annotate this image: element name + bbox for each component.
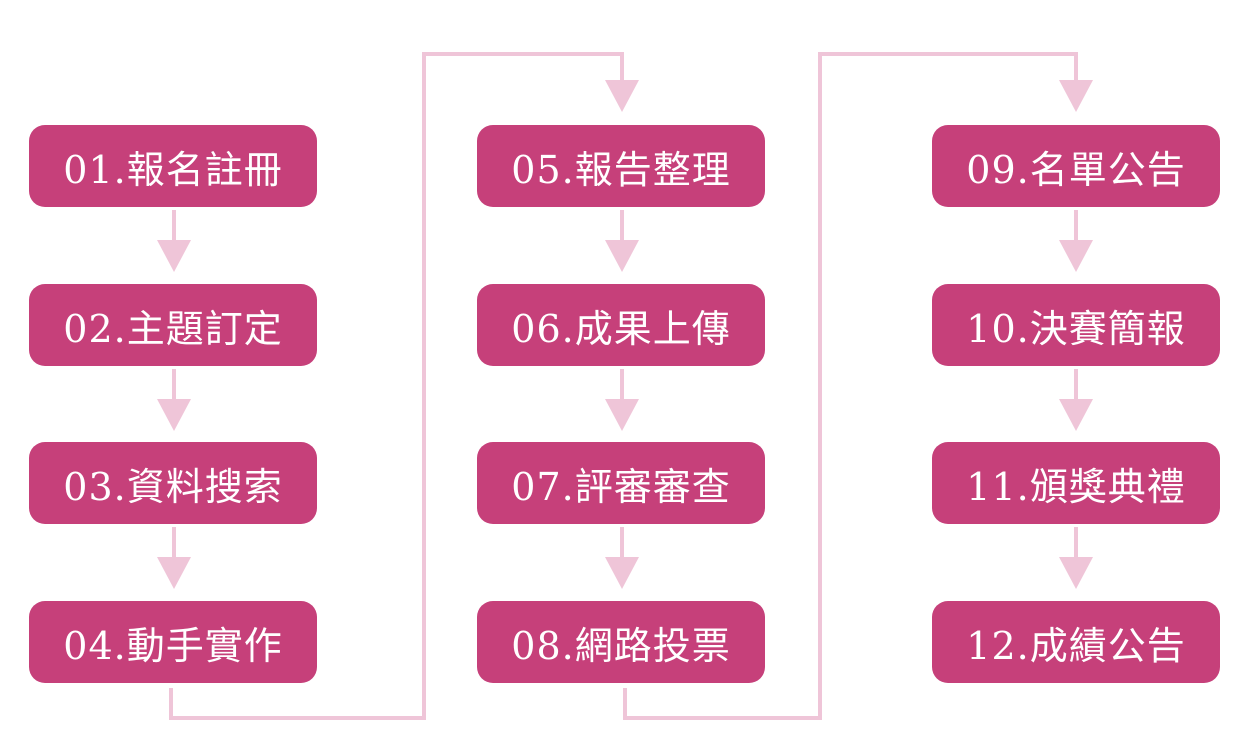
arrow-03-04-head [157,557,191,589]
step-08-label: 08.網路投票 [511,623,731,668]
step-04-box: 04.動手實作 [29,601,317,683]
step-02-label: 02.主題訂定 [63,306,283,351]
step-01-label: 01.報名註冊 [63,147,283,192]
step-10-label: 10.決賽簡報 [966,306,1186,351]
connector-col2-to-col3 [623,52,1078,720]
column-1-arrows [157,210,191,589]
step-01-box: 01.報名註冊 [29,125,317,207]
arrow-into-step-09 [1059,80,1093,112]
arrow-10-11-head [1059,399,1093,431]
step-07-box: 07.評審審查 [477,442,765,524]
column-3-arrows [1059,210,1093,589]
step-07-label: 07.評審審查 [511,464,731,509]
step-12-label: 12.成績公告 [966,623,1186,668]
arrow-05-06-head [605,240,639,272]
arrow-06-07-head [605,399,639,431]
arrow-into-step-05 [605,80,639,112]
step-06-box: 06.成果上傳 [477,284,765,366]
column-2-arrows [605,210,639,589]
step-12-box: 12.成績公告 [932,601,1220,683]
step-05-label: 05.報告整理 [511,147,731,192]
step-11-label: 11.頒獎典禮 [966,464,1186,509]
step-04-label: 04.動手實作 [63,623,283,668]
step-03-label: 03.資料搜索 [63,464,283,509]
arrow-11-12-head [1059,557,1093,589]
step-03-box: 03.資料搜索 [29,442,317,524]
connector-col1-to-col2 [169,52,624,720]
step-06-label: 06.成果上傳 [511,306,731,351]
step-10-box: 10.決賽簡報 [932,284,1220,366]
step-09-box: 09.名單公告 [932,125,1220,207]
step-02-box: 02.主題訂定 [29,284,317,366]
step-08-box: 08.網路投票 [477,601,765,683]
step-09-label: 09.名單公告 [966,147,1186,192]
arrow-09-10-head [1059,240,1093,272]
step-05-box: 05.報告整理 [477,125,765,207]
arrow-01-02-head [157,240,191,272]
step-11-box: 11.頒獎典禮 [932,442,1220,524]
arrow-07-08-head [605,557,639,589]
arrow-02-03-head [157,399,191,431]
